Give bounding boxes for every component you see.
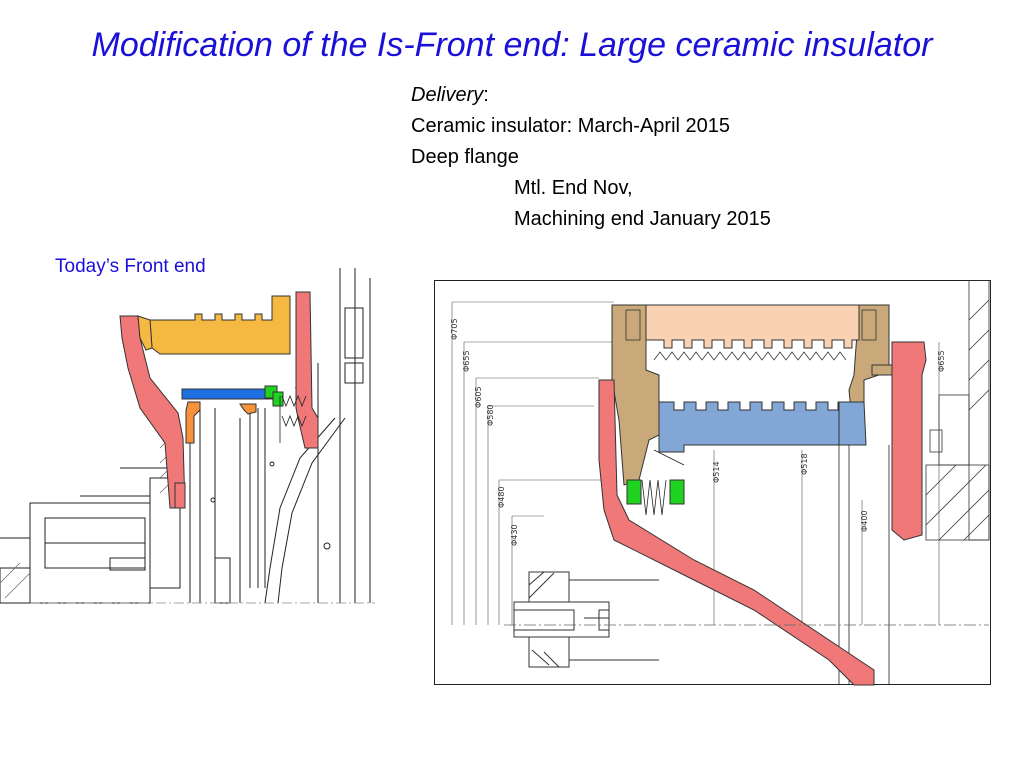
delivery-subline-material: Mtl. End Nov, (514, 177, 633, 199)
delivery-heading: Delivery: (411, 80, 771, 111)
dim-480: Φ480 (497, 486, 506, 508)
delivery-label: Delivery (411, 84, 484, 106)
delivery-subline-machining: Machining end January 2015 (514, 208, 771, 230)
dim-705: Φ705 (450, 318, 459, 340)
delivery-line-ceramic: Ceramic insulator: March-April 2015 (411, 115, 731, 137)
dim-655-left: Φ655 (462, 350, 471, 372)
todays-front-end-drawing (0, 268, 375, 604)
slide-title: Modification of the Is-Front end: Large … (91, 26, 933, 64)
dim-514: Φ514 (712, 461, 721, 483)
dim-655-right: Φ655 (937, 350, 946, 372)
delivery-notes: Delivery: Ceramic insulator: March-April… (411, 80, 771, 235)
dim-430: Φ430 (510, 524, 519, 546)
delivery-colon: : (483, 84, 489, 106)
dim-400: Φ400 (860, 510, 869, 532)
dim-580: Φ580 (486, 404, 495, 426)
new-design-drawing: Φ705 Φ655 Φ605 Φ580 Φ480 Φ430 Φ514 Φ518 … (434, 280, 991, 686)
delivery-line-flange: Deep flange (411, 146, 519, 168)
dim-518: Φ518 (800, 453, 809, 475)
left-drawing-caption: Today’s Front end (55, 256, 206, 277)
dim-605: Φ605 (474, 386, 483, 408)
